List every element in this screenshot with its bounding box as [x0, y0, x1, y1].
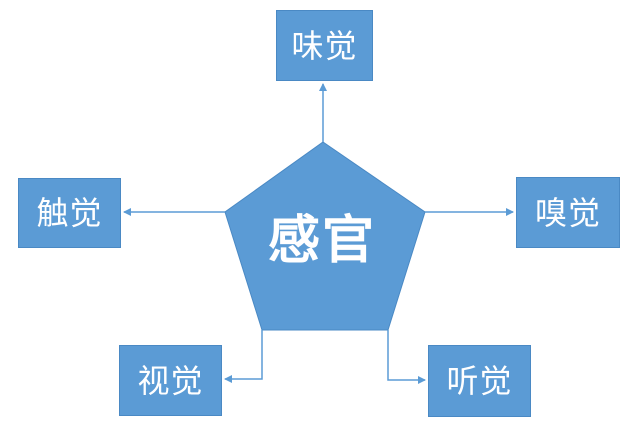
arrow-to-hearing: [387, 330, 426, 384]
touch-box: 触觉: [18, 178, 121, 248]
smell-box: 嗅觉: [516, 177, 620, 248]
arrow-to-sight: [224, 330, 263, 383]
center-pentagon: [224, 141, 426, 331]
sight-box: 视觉: [119, 345, 222, 416]
taste-box: 味觉: [276, 10, 373, 81]
hearing-box: 听觉: [428, 345, 531, 417]
center-label: 感官: [267, 210, 376, 271]
